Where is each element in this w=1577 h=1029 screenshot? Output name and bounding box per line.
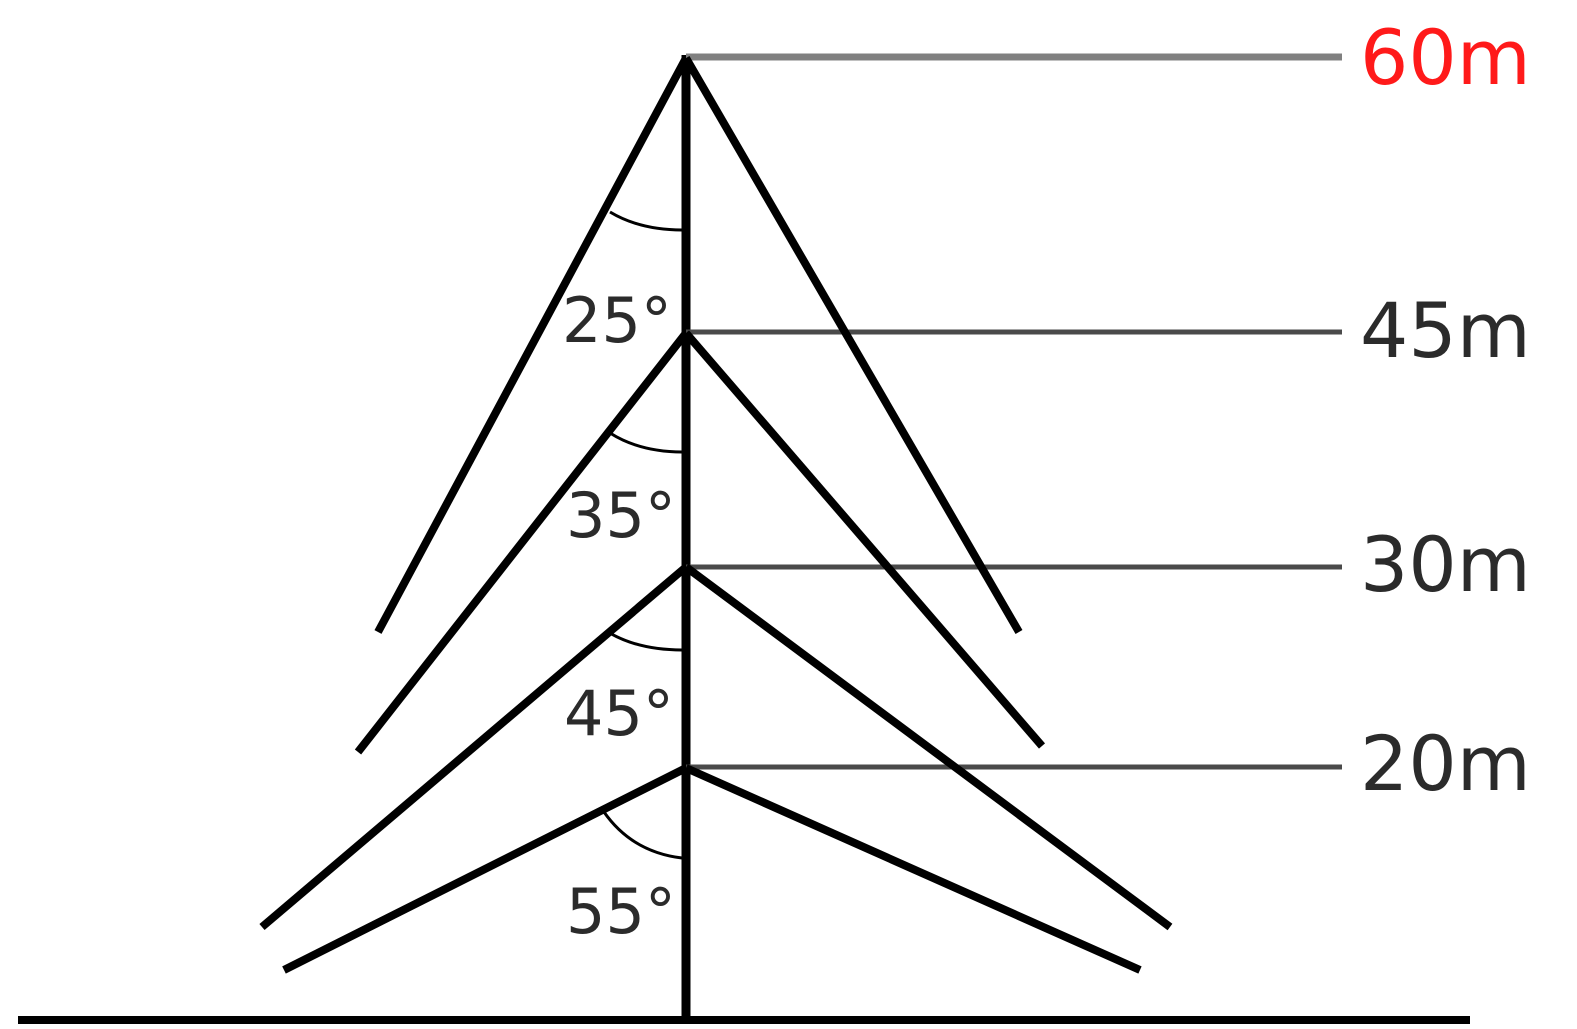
- height-label-30m: 30m: [1360, 520, 1531, 609]
- elements-60m: [374, 55, 1023, 635]
- elements-45m: [354, 330, 1046, 755]
- angle-label-35: 35°: [566, 479, 676, 552]
- angle-label-55: 55°: [566, 875, 676, 948]
- element-30m-right: [683, 563, 1173, 931]
- angle-arc-55: [602, 811, 683, 860]
- elements-20m: [282, 764, 1142, 974]
- angle-label-45: 45°: [564, 677, 674, 750]
- element-30m-left: [259, 563, 689, 931]
- height-label-60m: 60m: [1360, 13, 1531, 102]
- elements-30m: [259, 563, 1173, 931]
- element-60m-right: [682, 55, 1023, 635]
- element-45m-right: [682, 330, 1046, 749]
- angle-arcs: [602, 210, 683, 860]
- element-20m-right: [684, 764, 1142, 974]
- element-20m-left: [282, 764, 688, 974]
- angle-label-25: 25°: [562, 284, 672, 357]
- element-45m-left: [354, 330, 690, 755]
- angle-arc-45: [607, 630, 683, 652]
- angle-arc-25: [609, 210, 683, 232]
- angle-arc-35: [609, 431, 683, 454]
- height-label-20m: 20m: [1360, 719, 1531, 808]
- height-label-45m: 45m: [1360, 286, 1531, 375]
- element-60m-left: [374, 56, 690, 634]
